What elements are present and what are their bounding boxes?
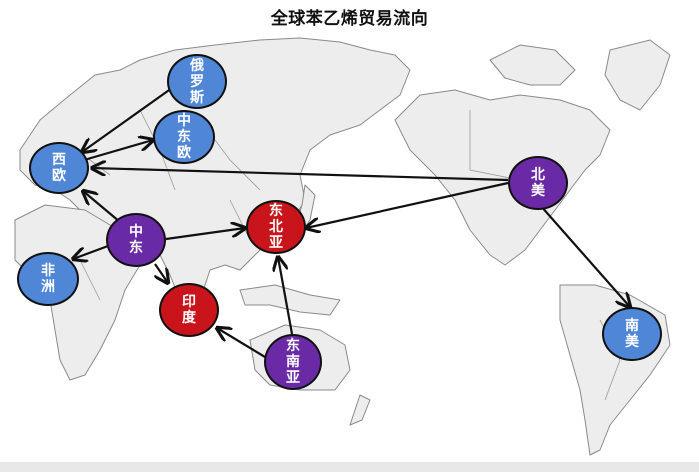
node-western-europe: 西欧 [29,142,89,194]
node-southeast-asia: 东南亚 [264,334,322,390]
node-africa: 非洲 [17,252,79,306]
node-india: 印度 [159,283,219,337]
flow-southeast-asia-to-india [217,328,266,358]
greenland-landmass [604,39,671,111]
bottom-strip [0,462,699,472]
new-zealand-landmass [349,394,371,426]
node-northeast-asia: 东北亚 [246,200,306,254]
flow-western-europe-to-central-east-europe [83,140,153,162]
flow-southeast-asia-to-northeast-asia [278,257,294,335]
southeast-asia-islands [239,284,341,316]
node-central-east-europe: 中东欧 [153,110,215,164]
flow-north-america-to-northeast-asia [306,181,509,228]
flow-russia-to-western-europe [82,87,173,152]
node-middle-east: 中东 [106,213,166,267]
north-america-landmass [394,89,611,266]
flow-middle-east-to-northeast-asia [165,228,245,241]
flow-north-america-to-western-europe [92,168,509,182]
trade-flows [73,87,630,358]
node-russia: 俄罗斯 [167,54,227,109]
flow-middle-east-to-india [155,263,168,283]
flow-middle-east-to-western-europe [83,191,121,223]
node-north-america: 北美 [508,156,568,210]
flow-north-america-to-south-america [539,204,630,307]
map-title: 全球苯乙烯贸易流向 [270,9,429,29]
node-south-america: 南美 [602,307,662,361]
flow-middle-east-to-africa [73,244,109,259]
arctic-islands [489,44,576,86]
